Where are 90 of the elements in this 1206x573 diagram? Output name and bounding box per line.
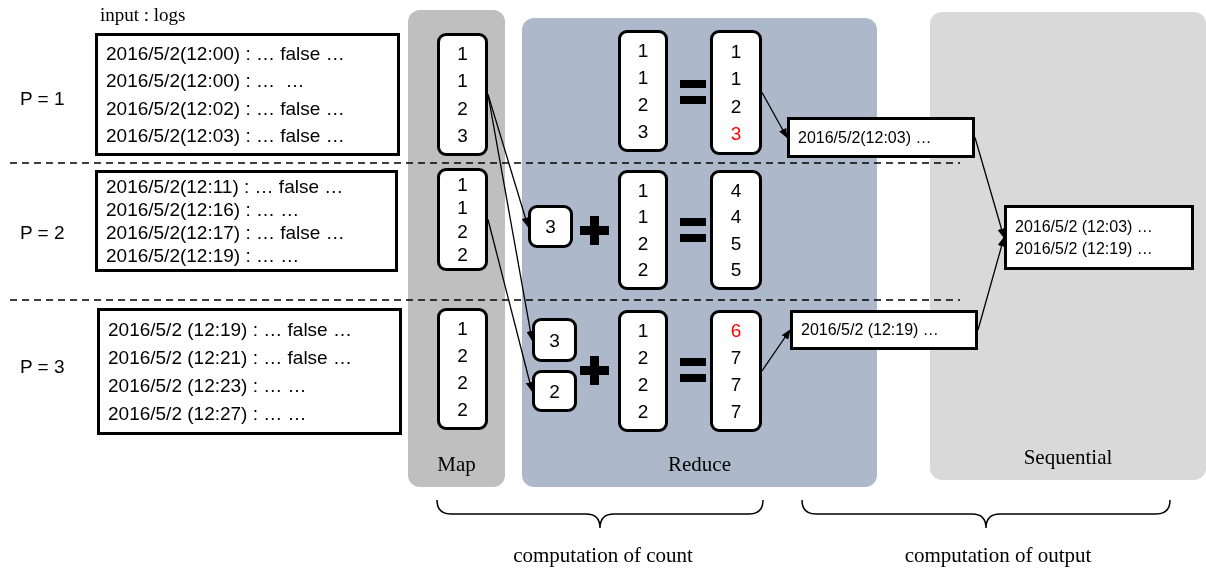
count-value: 2	[637, 95, 649, 114]
count-value: 1	[730, 69, 742, 89]
count-column	[618, 170, 668, 290]
log-box	[97, 308, 402, 435]
output-line: 2016/5/2 (12:19) …	[1015, 240, 1154, 257]
brace-label: computation of output	[904, 543, 1092, 568]
arrow	[761, 91, 788, 139]
arrow	[487, 93, 535, 341]
brace-label: computation of count	[513, 543, 693, 568]
partition-label: P = 2	[20, 222, 65, 244]
count-value: 2	[457, 98, 468, 118]
count-value: 7	[730, 402, 742, 421]
count-value: 1	[637, 41, 649, 60]
arrow	[487, 218, 534, 392]
count-value: 2	[457, 400, 468, 419]
count-column	[437, 308, 488, 430]
panel-label: Reduce	[667, 452, 732, 477]
count-value: 2	[637, 348, 649, 367]
output-box	[787, 117, 975, 158]
output-line: 2016/5/2 (12:03) …	[1015, 218, 1154, 235]
count-value: 1	[637, 207, 649, 227]
log-line: 2016/5/2(12:16) : … …	[106, 200, 301, 219]
count-column	[710, 30, 762, 155]
log-line: 2016/5/2(12:03) : … false …	[106, 125, 346, 145]
count-value: 1	[457, 198, 468, 218]
count-value: 2	[457, 244, 468, 264]
count-value: 2	[637, 402, 649, 421]
arrow	[974, 136, 1006, 239]
count-value: 1	[457, 44, 468, 64]
panel-label: Sequential	[1022, 445, 1114, 470]
arrow	[977, 236, 1006, 331]
count-value: 4	[730, 207, 742, 227]
count-column	[437, 33, 488, 156]
count-value: 7	[730, 348, 742, 367]
log-line: 2016/5/2(12:11) : … false …	[106, 177, 345, 196]
log-box	[95, 33, 400, 156]
count-value: 5	[730, 233, 742, 253]
count-value: 2	[549, 381, 560, 401]
count-value: 4	[730, 180, 742, 200]
log-line: 2016/5/2(12:00) : … false …	[106, 44, 346, 64]
count-value: 2	[457, 346, 468, 365]
count-value: 1	[457, 71, 468, 91]
count-value: 3	[549, 330, 560, 350]
count-value: 5	[730, 260, 742, 280]
count-column	[618, 310, 668, 432]
log-line: 2016/5/2(12:02) : … false …	[106, 98, 346, 118]
output-line: 2016/5/2 (12:19) …	[801, 322, 940, 338]
log-line: 2016/5/2 (12:27) : … …	[108, 404, 308, 423]
count-value: 6	[730, 321, 742, 340]
count-column	[710, 310, 762, 432]
count-value: 3	[457, 125, 468, 145]
count-value: 2	[637, 375, 649, 394]
log-line: 2016/5/2(12:00) : … …	[106, 71, 306, 91]
output-line: 2016/5/2(12:03) …	[798, 129, 933, 146]
count-box	[532, 318, 577, 362]
log-box	[95, 170, 398, 272]
count-column	[710, 170, 762, 290]
panel	[408, 10, 505, 487]
log-line: 2016/5/2 (12:23) : … …	[108, 376, 308, 395]
log-line: 2016/5/2(12:17) : … false …	[106, 223, 346, 242]
count-value: 1	[457, 319, 468, 338]
output-box	[790, 310, 978, 350]
partition-label: P = 1	[20, 88, 65, 110]
count-box	[528, 205, 573, 248]
count-column	[437, 168, 488, 271]
log-line: 2016/5/2 (12:21) : … false …	[108, 348, 353, 367]
count-value: 2	[457, 373, 468, 392]
count-value: 2	[637, 233, 649, 253]
partition-label: P = 3	[20, 356, 65, 378]
count-value: 2	[637, 260, 649, 280]
count-value: 1	[637, 180, 649, 200]
panel-label: Map	[436, 452, 477, 477]
count-value: 7	[730, 375, 742, 394]
count-box	[532, 370, 577, 412]
count-column	[618, 30, 668, 152]
count-value: 1	[637, 321, 649, 340]
count-value: 3	[730, 124, 742, 144]
panel	[930, 12, 1206, 480]
heading-label: input : logs	[100, 4, 186, 26]
arrow	[761, 329, 791, 372]
count-value: 3	[545, 217, 556, 236]
log-line: 2016/5/2 (12:19) : … false …	[108, 320, 353, 339]
count-value: 1	[730, 41, 742, 61]
log-line: 2016/5/2(12:19) : … …	[106, 246, 301, 265]
output-box	[1004, 205, 1194, 270]
count-value: 2	[457, 221, 468, 241]
count-value: 2	[730, 96, 742, 116]
count-value: 1	[457, 175, 468, 195]
count-value: 3	[637, 122, 649, 141]
count-value: 1	[637, 68, 649, 87]
